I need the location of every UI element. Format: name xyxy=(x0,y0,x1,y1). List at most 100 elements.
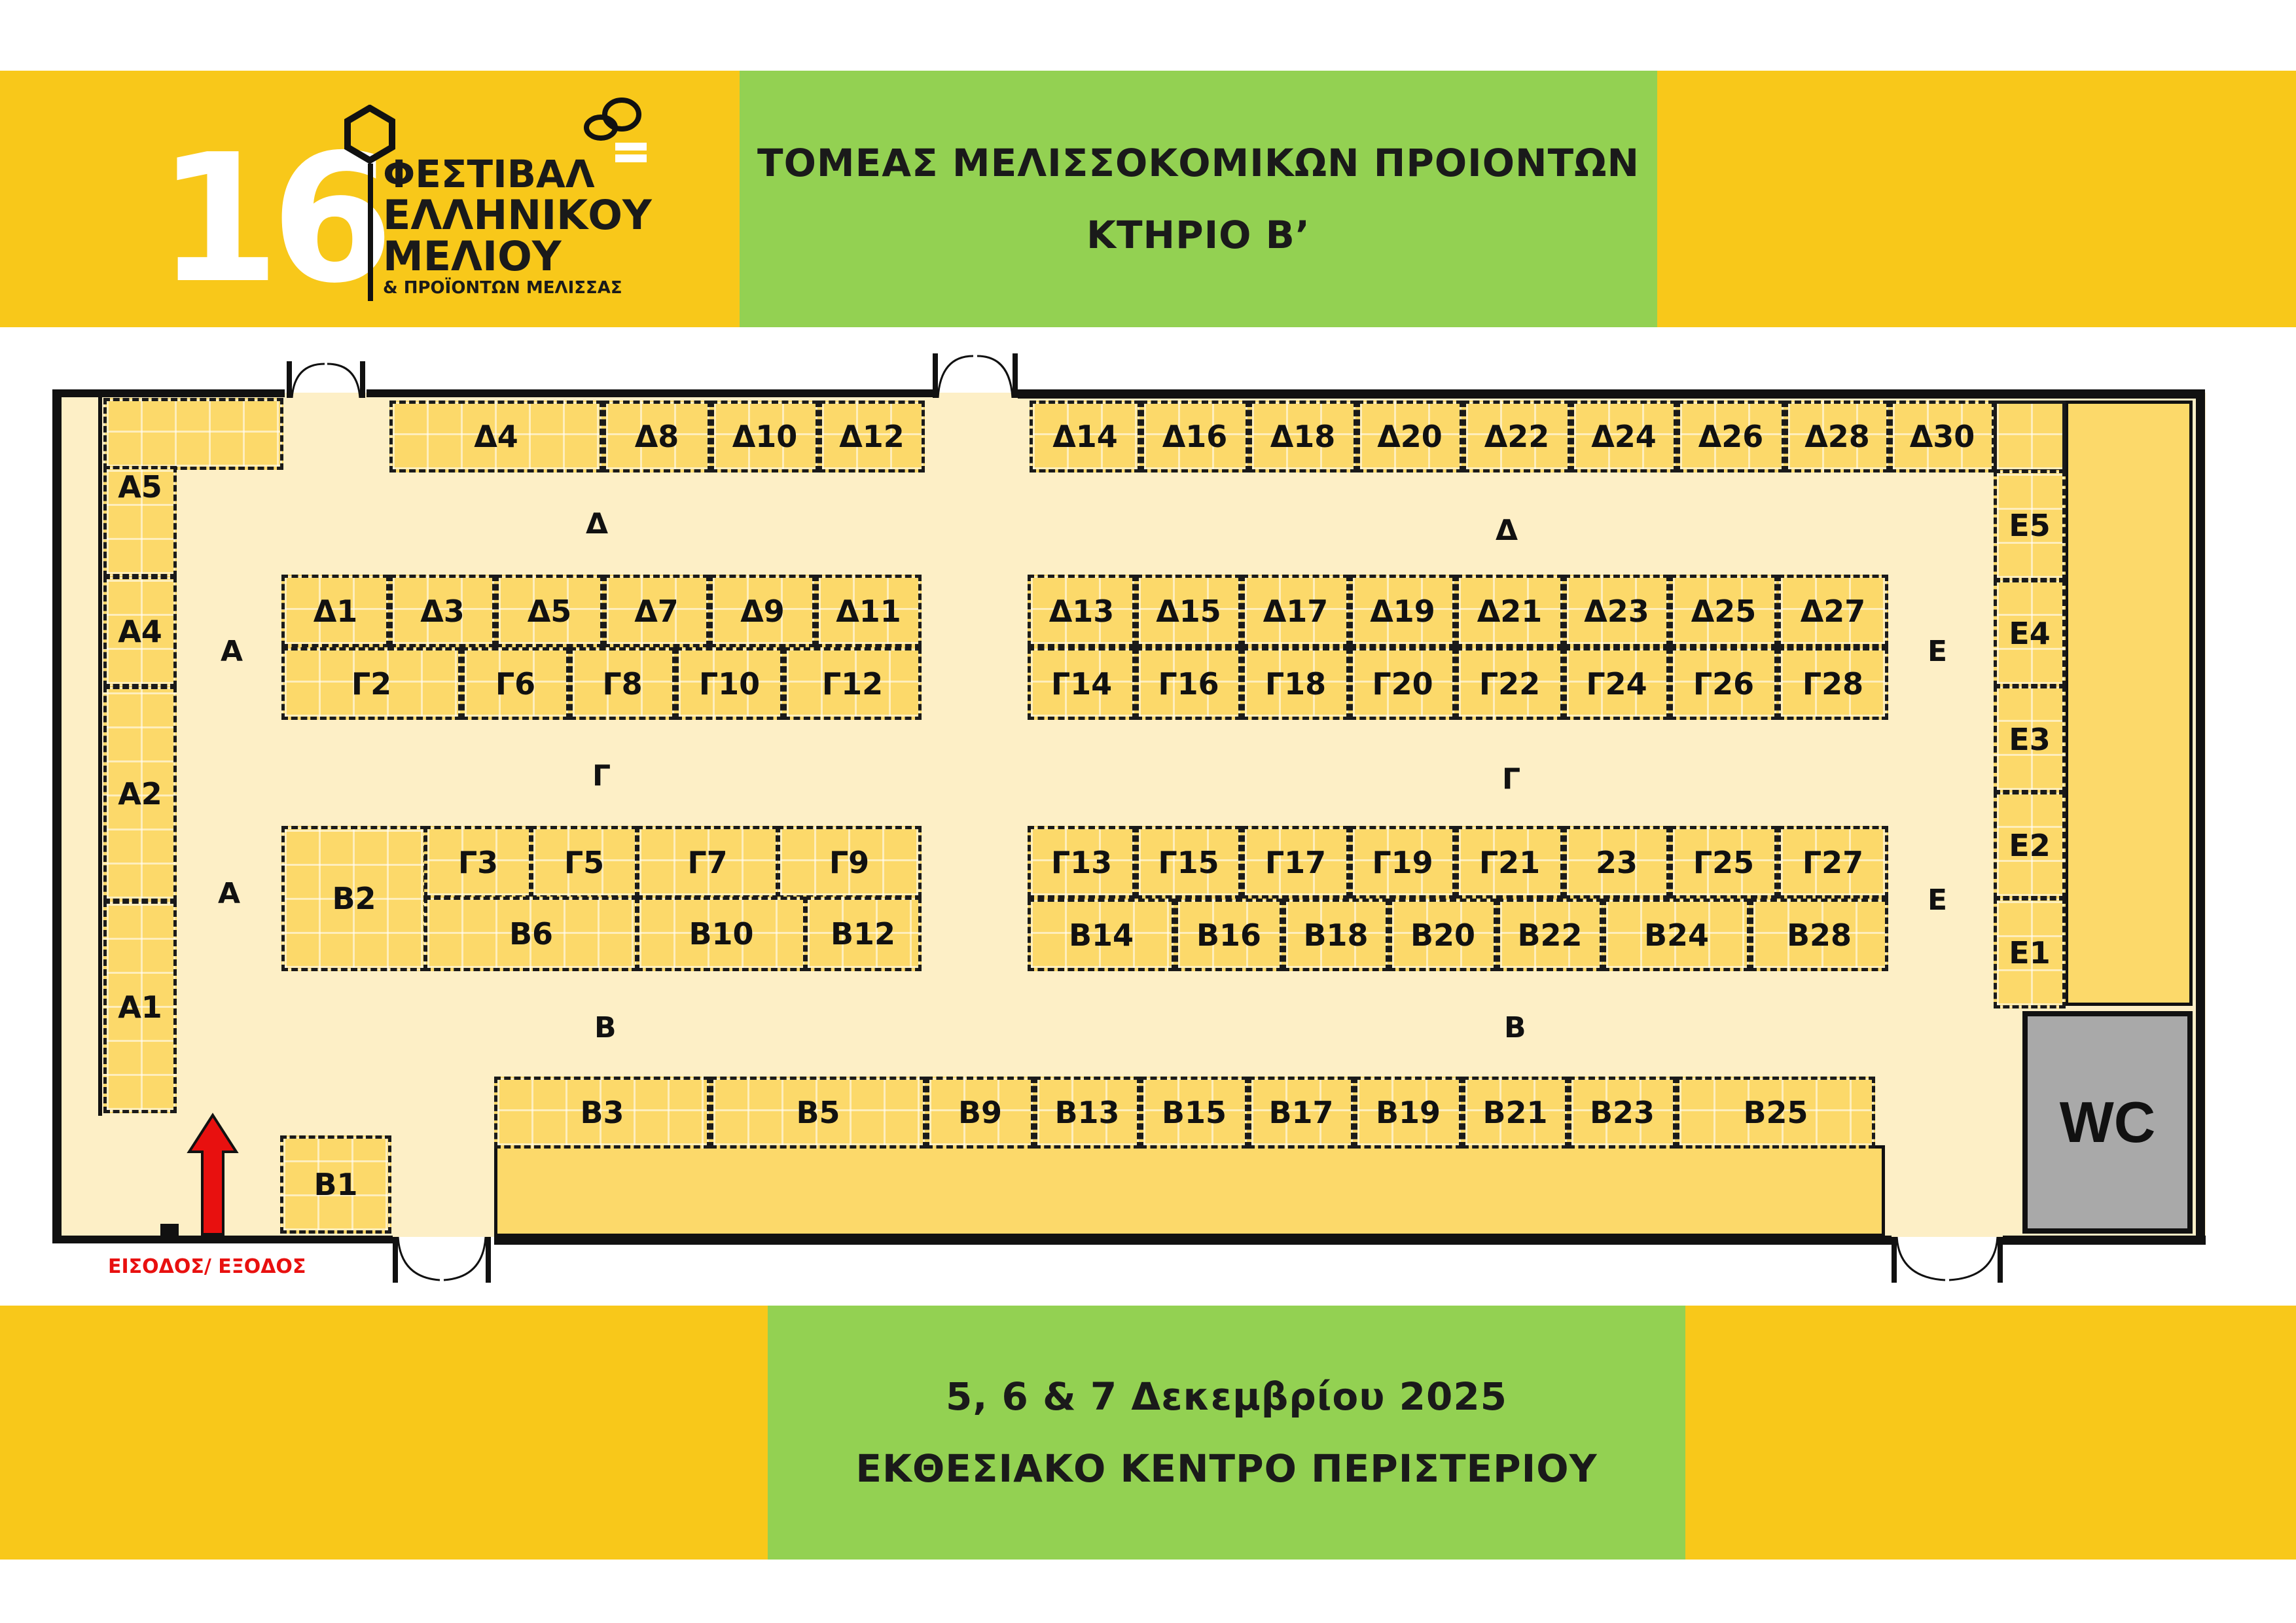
booth-top-left-corner[interactable] xyxy=(103,398,283,470)
booth-d21[interactable]: Δ21 xyxy=(1456,575,1564,647)
booth-top-right-corner[interactable] xyxy=(1994,401,2066,473)
booth-g20[interactable]: Γ20 xyxy=(1350,647,1456,720)
booth-d3[interactable]: Δ3 xyxy=(389,575,495,647)
booth-d14[interactable]: Δ14 xyxy=(1030,401,1141,473)
booth-d11[interactable]: Δ11 xyxy=(816,575,922,647)
booth-d28[interactable]: Δ28 xyxy=(1785,401,1890,473)
booth-b5[interactable]: Β5 xyxy=(710,1077,926,1149)
island-left-2: Β2 Γ3 Γ5 Γ7 Γ9 Β6 Β10 Β12 xyxy=(281,826,922,971)
aisle-epsilon-top: Ε xyxy=(1928,635,1948,668)
aisle-beta-right: Β xyxy=(1504,1011,1526,1044)
booth-b25[interactable]: Β25 xyxy=(1676,1077,1875,1149)
booth-e4[interactable]: Ε4 xyxy=(1994,579,2066,687)
booth-d19[interactable]: Δ19 xyxy=(1350,575,1456,647)
wall-right xyxy=(2196,389,2205,1243)
booth-d23[interactable]: Δ23 xyxy=(1564,575,1670,647)
wall-top-left xyxy=(52,389,285,397)
booth-d12[interactable]: Δ12 xyxy=(819,401,925,473)
booth-d22[interactable]: Δ22 xyxy=(1463,401,1571,473)
booth-b19[interactable]: Β19 xyxy=(1354,1077,1462,1149)
booth-b10[interactable]: Β10 xyxy=(636,897,806,971)
booth-b6[interactable]: Β6 xyxy=(424,897,638,971)
booth-g16[interactable]: Γ16 xyxy=(1136,647,1242,720)
booth-a2[interactable]: Α2 xyxy=(103,686,177,902)
booth-g15[interactable]: Γ15 xyxy=(1136,826,1242,899)
booth-g24[interactable]: Γ24 xyxy=(1564,647,1670,720)
booth-d15[interactable]: Δ15 xyxy=(1136,575,1242,647)
booth-b13[interactable]: Β13 xyxy=(1034,1077,1140,1149)
booth-b17[interactable]: Β17 xyxy=(1248,1077,1354,1149)
booth-g3[interactable]: Γ3 xyxy=(424,826,532,899)
booth-g26[interactable]: Γ26 xyxy=(1670,647,1778,720)
booth-d10[interactable]: Δ10 xyxy=(711,401,819,473)
booth-b21[interactable]: Β21 xyxy=(1462,1077,1568,1149)
booth-d17[interactable]: Δ17 xyxy=(1242,575,1350,647)
booth-g2[interactable]: Γ2 xyxy=(281,647,461,720)
booth-g7[interactable]: Γ7 xyxy=(636,826,779,899)
booth-g12[interactable]: Γ12 xyxy=(783,647,922,720)
booth-b14[interactable]: Β14 xyxy=(1028,899,1175,971)
booth-g9[interactable]: Γ9 xyxy=(777,826,922,899)
booth-b9[interactable]: Β9 xyxy=(926,1077,1034,1149)
booth-g21[interactable]: Γ21 xyxy=(1456,826,1564,899)
booth-d27[interactable]: Δ27 xyxy=(1778,575,1888,647)
booth-b2[interactable]: Β2 xyxy=(281,826,427,971)
beta-bottom-row: Β3 Β5 Β9 Β13 Β15 Β17 Β19 Β21 Β23 Β25 xyxy=(494,1077,1888,1149)
booth-d18[interactable]: Δ18 xyxy=(1249,401,1357,473)
wall-bottom-right xyxy=(2003,1236,2206,1245)
door-top-left[interactable] xyxy=(287,361,365,398)
booth-b24[interactable]: Β24 xyxy=(1603,899,1750,971)
booth-b22[interactable]: Β22 xyxy=(1497,899,1603,971)
booth-d26[interactable]: Δ26 xyxy=(1677,401,1785,473)
booth-b3[interactable]: Β3 xyxy=(494,1077,710,1149)
booth-d4[interactable]: Δ4 xyxy=(389,401,603,473)
booth-g13[interactable]: Γ13 xyxy=(1028,826,1136,899)
booth-e5[interactable]: Ε5 xyxy=(1994,470,2066,581)
booth-d5[interactable]: Δ5 xyxy=(495,575,603,647)
booth-d16[interactable]: Δ16 xyxy=(1141,401,1249,473)
booth-g19[interactable]: Γ19 xyxy=(1350,826,1456,899)
booth-e2[interactable]: Ε2 xyxy=(1994,791,2066,899)
booth-b15[interactable]: Β15 xyxy=(1140,1077,1248,1149)
booth-d7[interactable]: Δ7 xyxy=(603,575,709,647)
booth-b12[interactable]: Β12 xyxy=(804,897,922,971)
booth-e3[interactable]: Ε3 xyxy=(1994,685,2066,793)
booth-d24[interactable]: Δ24 xyxy=(1571,401,1677,473)
booth-g28[interactable]: Γ28 xyxy=(1778,647,1888,720)
booth-g14[interactable]: Γ14 xyxy=(1028,647,1136,720)
booth-g10[interactable]: Γ10 xyxy=(675,647,783,720)
booth-d8[interactable]: Δ8 xyxy=(603,401,711,473)
booth-e1[interactable]: Ε1 xyxy=(1994,897,2066,1008)
booth-g18[interactable]: Γ18 xyxy=(1242,647,1350,720)
booth-g23[interactable]: 23 xyxy=(1564,826,1670,899)
booth-g27[interactable]: Γ27 xyxy=(1778,826,1888,899)
booth-b16[interactable]: Β16 xyxy=(1175,899,1283,971)
booth-b20[interactable]: Β20 xyxy=(1389,899,1497,971)
booth-a1[interactable]: Α1 xyxy=(103,901,177,1113)
delta-top-left-row: Δ4 Δ8 Δ10 Δ12 xyxy=(389,401,925,473)
booth-g22[interactable]: Γ22 xyxy=(1456,647,1564,720)
door-top-center[interactable] xyxy=(933,353,1018,398)
booth-a5[interactable]: Α5 xyxy=(103,466,177,577)
footer-info-box: 5, 6 & 7 Δεκεμβρίου 2025 ΕΚΘΕΣΙΑΚΟ ΚΕΝΤΡ… xyxy=(768,1306,1685,1560)
booth-b1[interactable]: Β1 xyxy=(280,1135,391,1234)
booth-d20[interactable]: Δ20 xyxy=(1357,401,1463,473)
door-bottom-right[interactable] xyxy=(1892,1237,2003,1283)
booth-b28[interactable]: Β28 xyxy=(1750,899,1888,971)
booth-g25[interactable]: Γ25 xyxy=(1670,826,1778,899)
booth-g6[interactable]: Γ6 xyxy=(461,647,569,720)
booth-d9[interactable]: Δ9 xyxy=(709,575,816,647)
aisle-epsilon-bottom: Ε xyxy=(1928,883,1948,917)
booth-d25[interactable]: Δ25 xyxy=(1670,575,1778,647)
booth-a4[interactable]: Α4 xyxy=(103,576,177,687)
logo-line-1: ΦΕΣΤΙΒΑΛ xyxy=(383,152,595,196)
booth-b23[interactable]: Β23 xyxy=(1568,1077,1676,1149)
booth-d13[interactable]: Δ13 xyxy=(1028,575,1136,647)
booth-b18[interactable]: Β18 xyxy=(1283,899,1389,971)
booth-g17[interactable]: Γ17 xyxy=(1242,826,1350,899)
booth-g8[interactable]: Γ8 xyxy=(569,647,675,720)
door-bottom-left[interactable] xyxy=(393,1237,491,1283)
booth-d1[interactable]: Δ1 xyxy=(281,575,389,647)
booth-d30[interactable]: Δ30 xyxy=(1890,401,1995,473)
booth-g5[interactable]: Γ5 xyxy=(530,826,638,899)
